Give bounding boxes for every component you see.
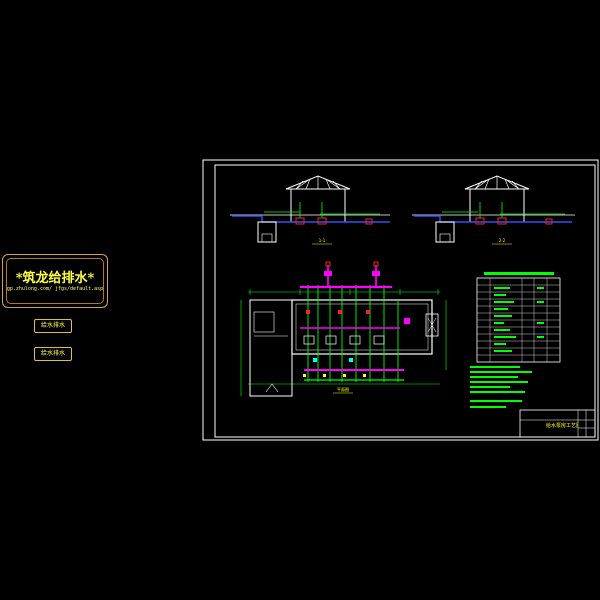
section-view-right: 2-2 [412, 175, 575, 245]
svg-text:2-2: 2-2 [499, 238, 506, 243]
title-block [519, 409, 596, 438]
outer-frame [202, 159, 599, 441]
section-view-left: 1-1 [230, 175, 390, 245]
materials-table [476, 272, 561, 363]
logo-url[interactable]: gp.zhulong.com/ jfgs/default.asp [6, 286, 104, 292]
notes [470, 366, 532, 408]
logo-panel[interactable]: *筑龙给排水* gp.zhulong.com/ jfgs/default.asp [2, 254, 108, 308]
logo-panel-border [6, 258, 104, 304]
nav-button-1[interactable]: 给水排水 [34, 319, 72, 333]
plan-view: 平面图 [240, 261, 447, 397]
svg-text:1-1: 1-1 [319, 238, 326, 243]
nav-button-2[interactable]: 给水排水 [34, 347, 72, 361]
logo-title: *筑龙给排水* [15, 271, 95, 286]
inner-frame [214, 164, 596, 438]
title-block-text: 给水泵房工艺图 [546, 423, 578, 429]
svg-text:平面图: 平面图 [337, 386, 349, 392]
